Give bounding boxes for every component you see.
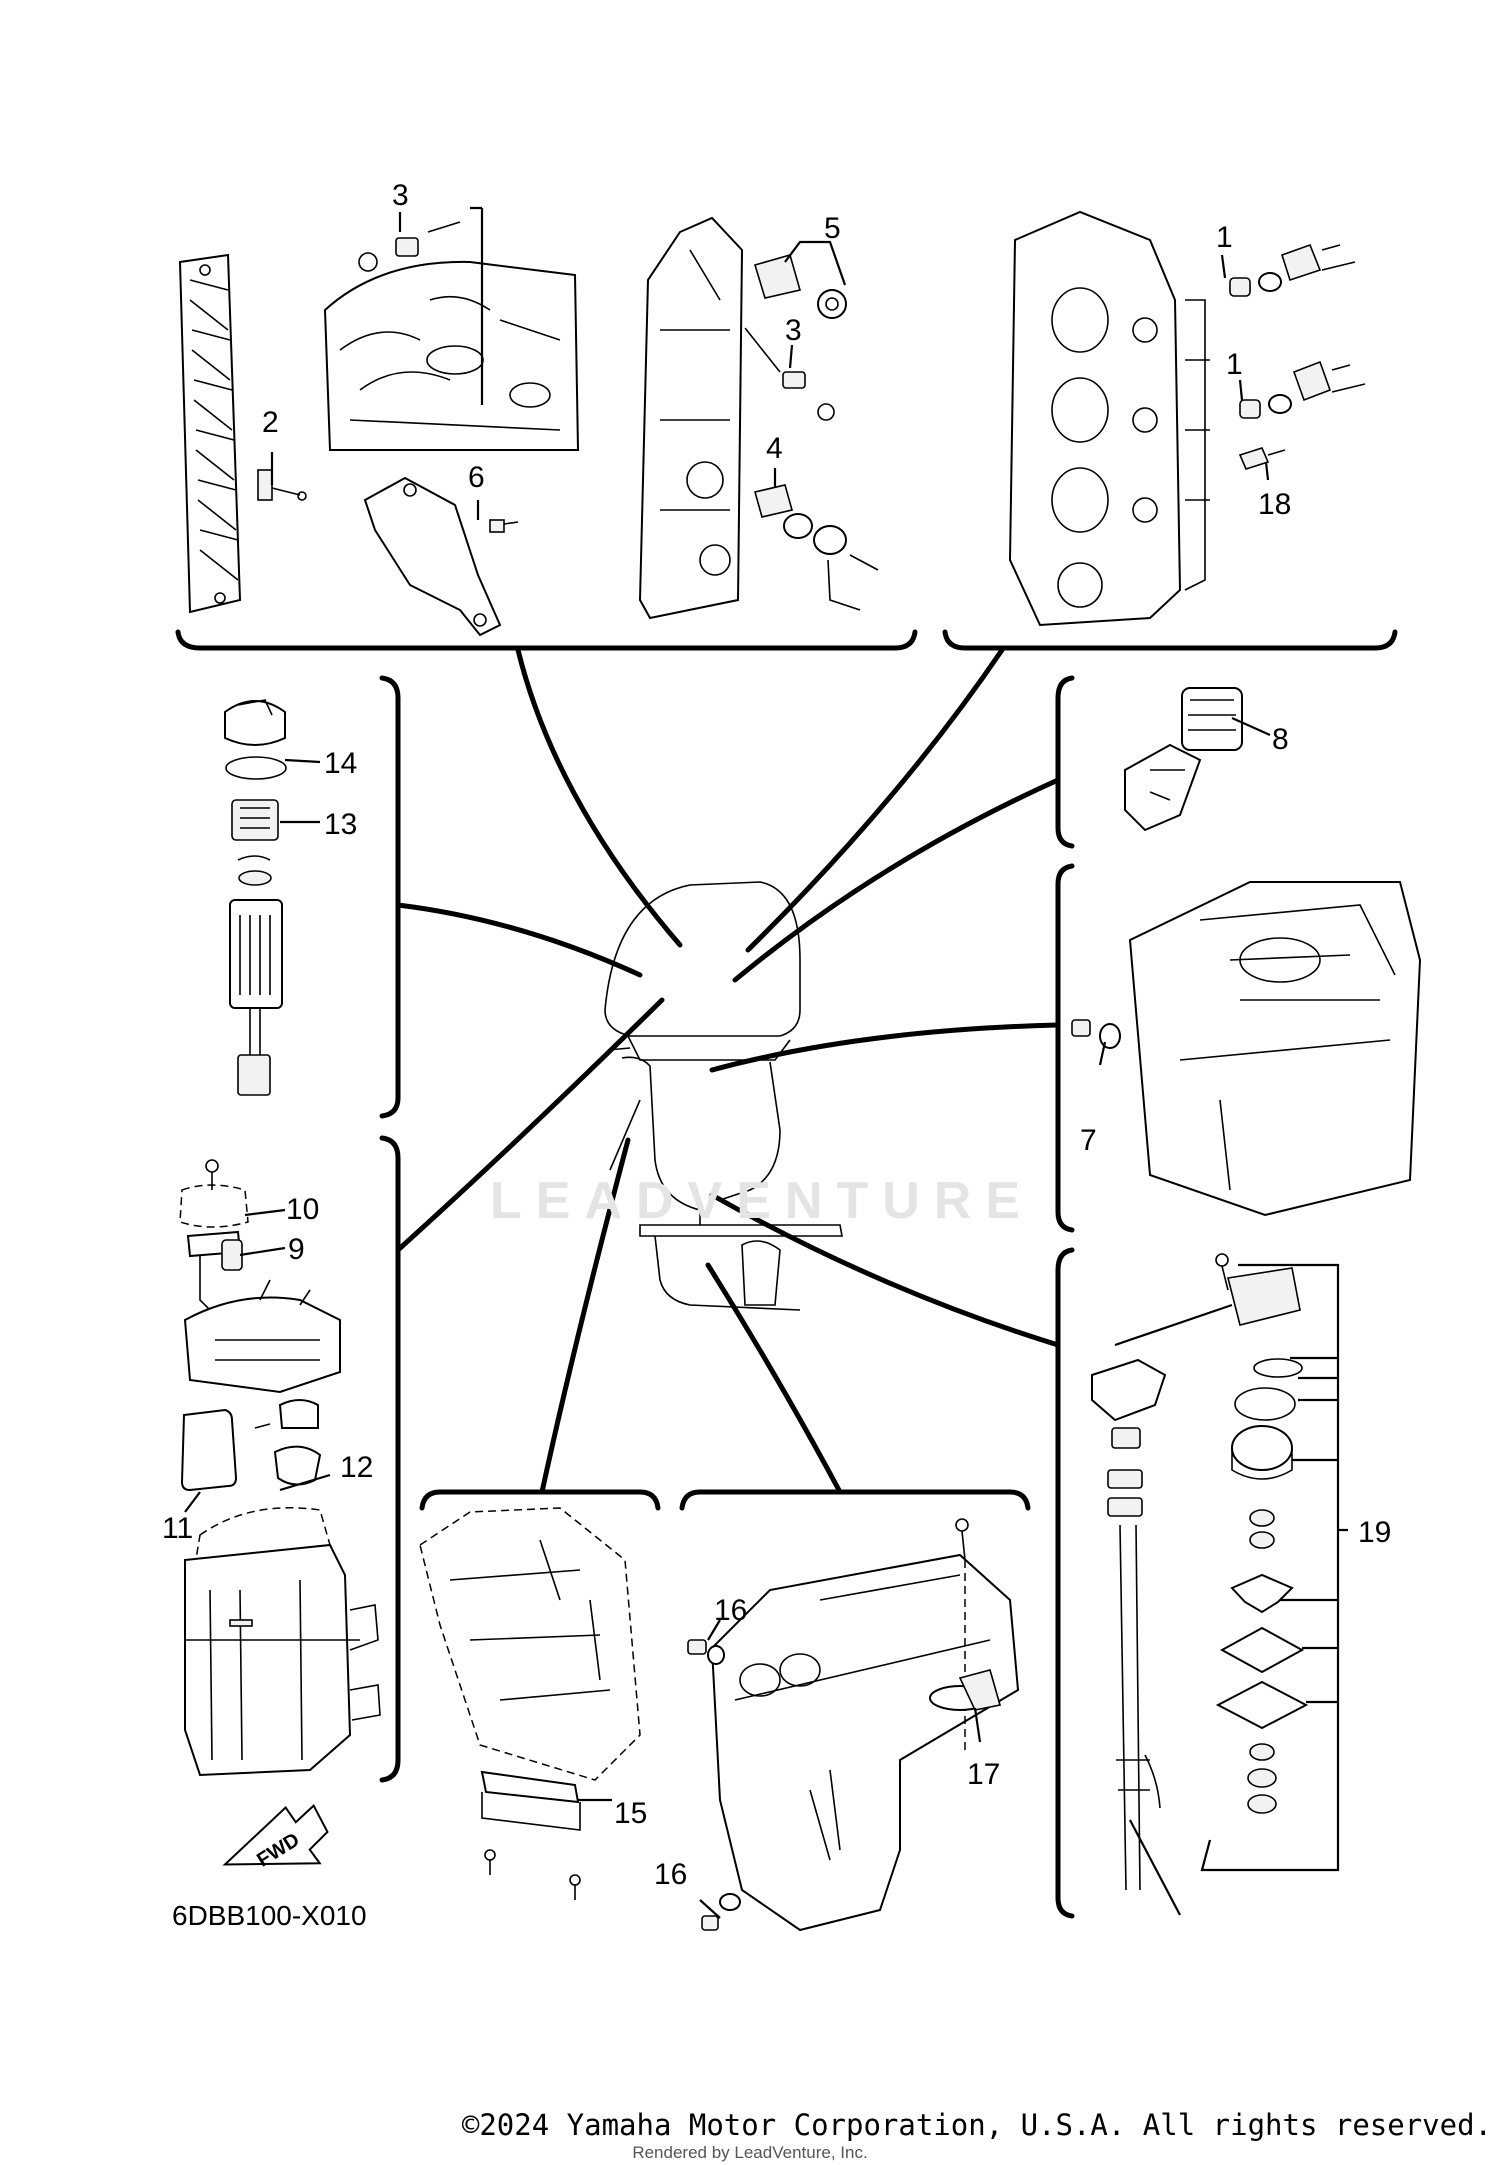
exhaust-cover-section [638,216,879,620]
callout-18: 18 [1258,488,1291,521]
callout-16-lower: 16 [654,1858,687,1891]
callout-2: 2 [262,406,279,439]
callout-6: 6 [468,461,485,494]
lower-casing-section [687,1518,1020,1932]
fuel-filter-section [224,699,287,1096]
callout-4: 4 [766,432,783,465]
callout-9: 9 [288,1233,305,1266]
cylinder-block-section [178,206,580,637]
water-pump-section [1091,1253,1348,1916]
callout-8: 8 [1272,723,1289,756]
copyright-notice: ©2024 Yamaha Motor Corporation, U.S.A. A… [461,2108,1492,2142]
part-code: 6DBB100-X010 [172,1900,367,1931]
mount-bracket-section [419,1507,641,1900]
watermark-text: LEADVENTURE [490,1172,1034,1230]
callout-11: 11 [162,1512,193,1545]
outboard-silhouette [604,881,843,1311]
vapor-separator-section [179,1159,381,1777]
radiating-leaders [395,647,1061,1495]
callout-14: 14 [324,747,357,780]
callout-3-lower: 3 [785,314,802,347]
callout-17: 17 [967,1758,1000,1791]
callout-numbers: 1 1 2 3 3 4 5 6 7 8 9 10 11 12 13 14 15 … [162,179,1391,1891]
callout-10: 10 [286,1193,319,1226]
callout-16-upper: 16 [714,1594,747,1627]
fwd-arrow: FWD [222,1803,329,1872]
callout-3-upper: 3 [392,179,409,212]
callout-13: 13 [324,808,357,841]
callout-19: 19 [1358,1516,1391,1549]
callout-leaders [184,212,1271,1919]
callout-7: 7 [1080,1124,1097,1157]
callout-1-lower: 1 [1226,348,1243,381]
section-brackets [175,629,1398,1919]
callout-15: 15 [614,1797,647,1830]
oil-filter-section [1124,687,1243,832]
callout-5: 5 [824,212,841,245]
rendered-by-text: Rendered by LeadVenture, Inc. [632,2143,868,2162]
cylinder-head-section [1008,210,1366,627]
upper-casing-section [1071,881,1422,1217]
callout-1-upper: 1 [1216,221,1233,254]
callout-12: 12 [340,1451,373,1484]
